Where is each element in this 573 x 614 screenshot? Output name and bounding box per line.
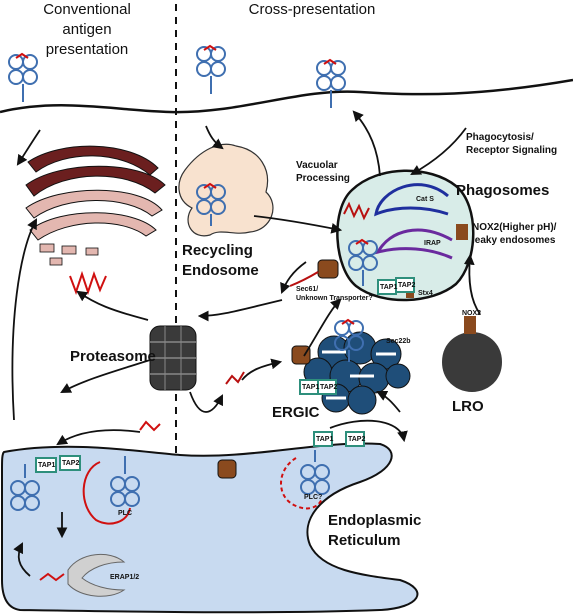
- header-conventional-line2: antigen: [62, 21, 112, 38]
- golgi-stack: [25, 145, 166, 266]
- label-plc-question: PLC?: [304, 494, 323, 501]
- nox2-lro: [464, 316, 476, 334]
- tap2-phagosome: [395, 277, 415, 293]
- mhc-molecules: [8, 46, 378, 511]
- sec61-transporter: [317, 259, 339, 279]
- ergic-transporter: [291, 345, 311, 365]
- label-tap1-er-left: TAP1: [38, 462, 56, 469]
- phagosome-peptide: [343, 201, 370, 221]
- label-recycling-line1: Recycling: [182, 242, 253, 259]
- tap2-er-left: [59, 455, 81, 471]
- tap2-ergic: [317, 379, 337, 395]
- label-vacuolar-line1: Vacuolar: [296, 160, 338, 171]
- label-erap: ERAP1/2: [110, 574, 140, 581]
- nox2-phagosome: [456, 224, 468, 240]
- label-proteasome: Proteasome: [70, 348, 156, 365]
- cross-peptide: [225, 371, 245, 385]
- lro-body: [442, 332, 502, 392]
- recycling-endosome: [178, 143, 274, 237]
- label-tap1-ergic: TAP1: [302, 384, 320, 391]
- label-tap1-phagosome: TAP1: [380, 284, 398, 291]
- er-peptide: [139, 420, 161, 432]
- label-tap2-er-left: TAP2: [62, 460, 80, 467]
- label-tap2-er-right: TAP2: [348, 436, 366, 443]
- tap1-er-left: [35, 457, 57, 473]
- label-plc: PLC: [118, 510, 132, 517]
- cytosolic-peptide: [69, 270, 107, 296]
- plc-loop-question: [280, 457, 323, 510]
- label-recycling-line2: Endosome: [182, 262, 259, 279]
- header-conventional-line1: Conventional: [43, 1, 131, 18]
- proteasome-complex: [149, 325, 197, 391]
- label-er-line2: Reticulum: [328, 532, 401, 549]
- plc-loop: [82, 461, 131, 525]
- label-nox2: NOX2: [462, 310, 482, 317]
- header-cross-presentation: Cross-presentation: [248, 1, 376, 18]
- label-nox2-line2: leaky endosomes: [472, 235, 556, 246]
- erap-peptide: [39, 572, 65, 582]
- label-tap1-er-right: TAP1: [316, 436, 334, 443]
- label-vacuolar-line2: Processing: [296, 173, 350, 184]
- cat-s-arc: [374, 183, 449, 217]
- label-irap: IRAP: [424, 240, 441, 247]
- label-lro: LRO: [452, 398, 484, 415]
- irap-arc: [375, 228, 453, 260]
- er-membrane-transporter: [217, 459, 237, 479]
- tap2-er-right: [345, 431, 365, 447]
- label-nox2-line1: NOX2(Higher pH)/: [472, 222, 557, 233]
- label-sec61-line2: Unknown Transporter?: [296, 295, 373, 302]
- label-er-line1: Endoplasmic: [328, 512, 422, 529]
- label-sec61-line1: Sec61/: [296, 286, 319, 293]
- transporter-peptide: [289, 271, 319, 287]
- label-phagocytosis-line1: Phagocytosis/: [466, 132, 534, 143]
- label-phagosomes: Phagosomes: [456, 182, 550, 199]
- plasma-membrane: [0, 78, 573, 114]
- header-conventional-line3: presentation: [45, 41, 129, 58]
- mhc-peptides: [15, 44, 369, 325]
- label-phagocytosis-line2: Receptor Signaling: [466, 145, 558, 156]
- label-ergic: ERGIC: [272, 404, 320, 421]
- er-membrane: [0, 442, 419, 614]
- pathway-arrows: [11, 110, 481, 577]
- label-stx4: Stx4: [418, 290, 433, 297]
- tap1-er-right: [313, 431, 333, 447]
- label-sec22b: Sec22b: [386, 338, 411, 345]
- label-tap2-ergic: TAP2: [320, 384, 338, 391]
- label-tap2-phagosome: TAP2: [398, 282, 416, 289]
- erap-enzyme: [67, 553, 126, 597]
- label-cat-s: Cat S: [416, 196, 434, 203]
